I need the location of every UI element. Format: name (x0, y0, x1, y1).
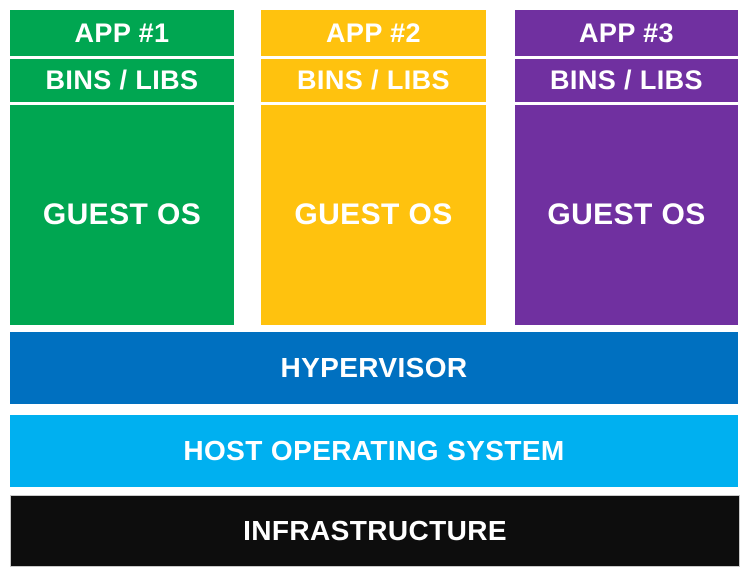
guest-os-band-1: GUEST OS (10, 105, 234, 325)
vm-column-3: APP #3 BINS / LIBS GUEST OS (515, 10, 738, 325)
app-3-band: APP #3 (515, 10, 738, 56)
host-operating-system-layer: HOST OPERATING SYSTEM (10, 415, 738, 487)
bins-libs-band-2: BINS / LIBS (261, 59, 486, 102)
hypervisor-layer: HYPERVISOR (10, 332, 738, 404)
guest-os-band-2: GUEST OS (261, 105, 486, 325)
vm-column-2: APP #2 BINS / LIBS GUEST OS (261, 10, 486, 325)
bins-libs-band-1: BINS / LIBS (10, 59, 234, 102)
guest-os-band-3: GUEST OS (515, 105, 738, 325)
vm-column-1: APP #1 BINS / LIBS GUEST OS (10, 10, 234, 325)
app-2-band: APP #2 (261, 10, 486, 56)
app-1-band: APP #1 (10, 10, 234, 56)
bins-libs-band-3: BINS / LIBS (515, 59, 738, 102)
infrastructure-layer: INFRASTRUCTURE (10, 495, 740, 567)
